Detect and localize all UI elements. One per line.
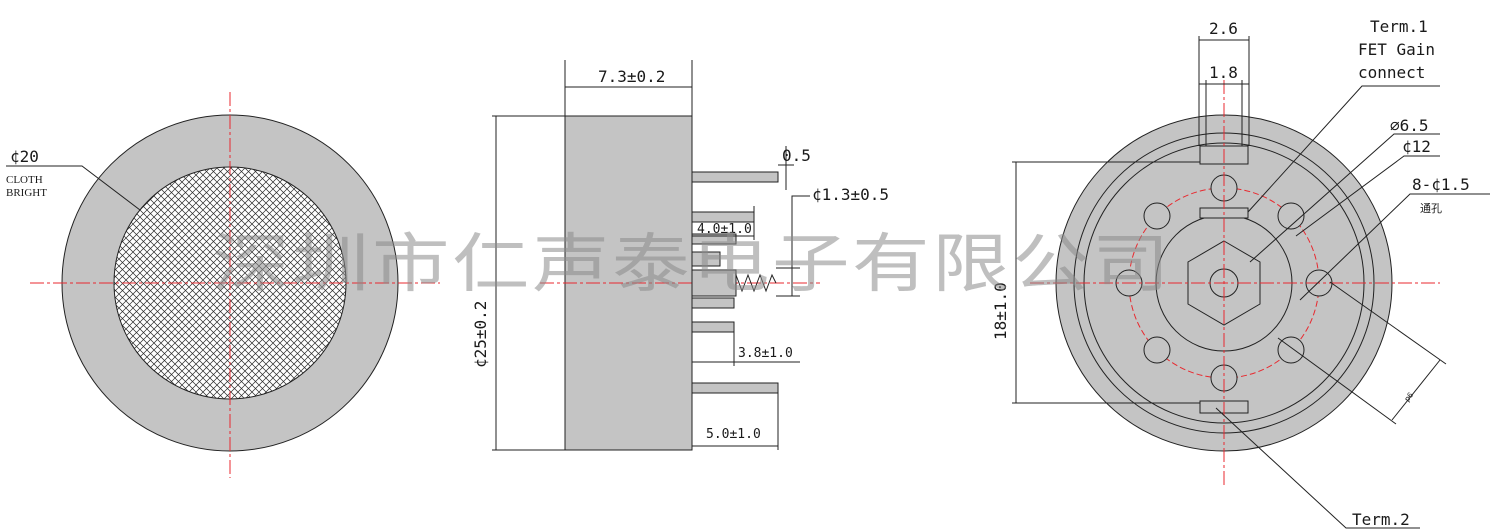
pin-length-b-label: 3.8±1.0: [738, 346, 793, 361]
pin-bottom: [691, 382, 779, 394]
hole-8: [1143, 202, 1171, 230]
term1-line1: Term.1: [1370, 17, 1428, 36]
spring-label: ¢1.3±0.5: [812, 185, 889, 204]
holes-label: 8-¢1.5: [1412, 175, 1470, 194]
pin-stub: [691, 251, 721, 267]
pin-length-a-label: 4.0±1.0: [697, 222, 752, 237]
pcd-label: ¢12: [1402, 137, 1431, 156]
diag-ext-2: [1329, 281, 1447, 365]
small-note: p6: [1402, 390, 1415, 403]
cloth-diameter-label: ¢20: [10, 147, 39, 166]
cloth-leader: [6, 165, 141, 211]
cloth-label-line2: BRIGHT: [6, 187, 47, 199]
pin-lower-b: [691, 321, 735, 333]
term2-label: Term.2: [1352, 510, 1410, 529]
diag-dim: [1391, 359, 1441, 421]
tab-width-inner-label: 1.8: [1209, 63, 1238, 82]
holes-note: 通孔: [1420, 202, 1442, 215]
hole-4: [1277, 336, 1305, 364]
spring-leader: [791, 195, 810, 296]
term2-leader: [1215, 407, 1420, 529]
pin-upper-a: [691, 211, 755, 223]
holes-leader: [1299, 193, 1490, 301]
diag-ext-1: [1277, 337, 1397, 425]
pin-upper-b: [691, 233, 737, 245]
term1-line2: FET Gain: [1358, 40, 1435, 59]
span-label: 18±1.0: [991, 282, 1010, 340]
height-label: 7.3±0.2: [598, 67, 665, 86]
term1-line3: connect: [1358, 63, 1425, 82]
front-view: ¢20 CLOTH BRIGHT: [6, 92, 440, 478]
cloth-label-line1: CLOTH: [6, 174, 43, 186]
tab-width-outer-label: 2.6: [1209, 19, 1238, 38]
term1-leader: [1247, 85, 1440, 213]
pin-thickness-label: 0.5: [782, 146, 811, 165]
side-view: 7.3±0.2 ¢25±0.2 0.5 ¢1.3±0.5 4.0±1.0 3.8…: [471, 60, 889, 451]
center-dia-label: ∅6.5: [1390, 116, 1429, 135]
pin-spring-holder: [691, 269, 737, 297]
center-dia-leader: [1249, 133, 1440, 263]
pin-top: [691, 171, 779, 183]
side-diameter-label: ¢25±0.2: [471, 301, 490, 368]
pin-length-c-label: 5.0±1.0: [706, 427, 761, 442]
pcd-leader: [1295, 155, 1440, 237]
pin-lower-a: [691, 297, 735, 309]
spring-coil: [735, 273, 777, 293]
hole-2: [1277, 202, 1305, 230]
company-watermark: 深圳市仁声泰电子有限公司: [212, 228, 1172, 302]
hole-6: [1143, 336, 1171, 364]
